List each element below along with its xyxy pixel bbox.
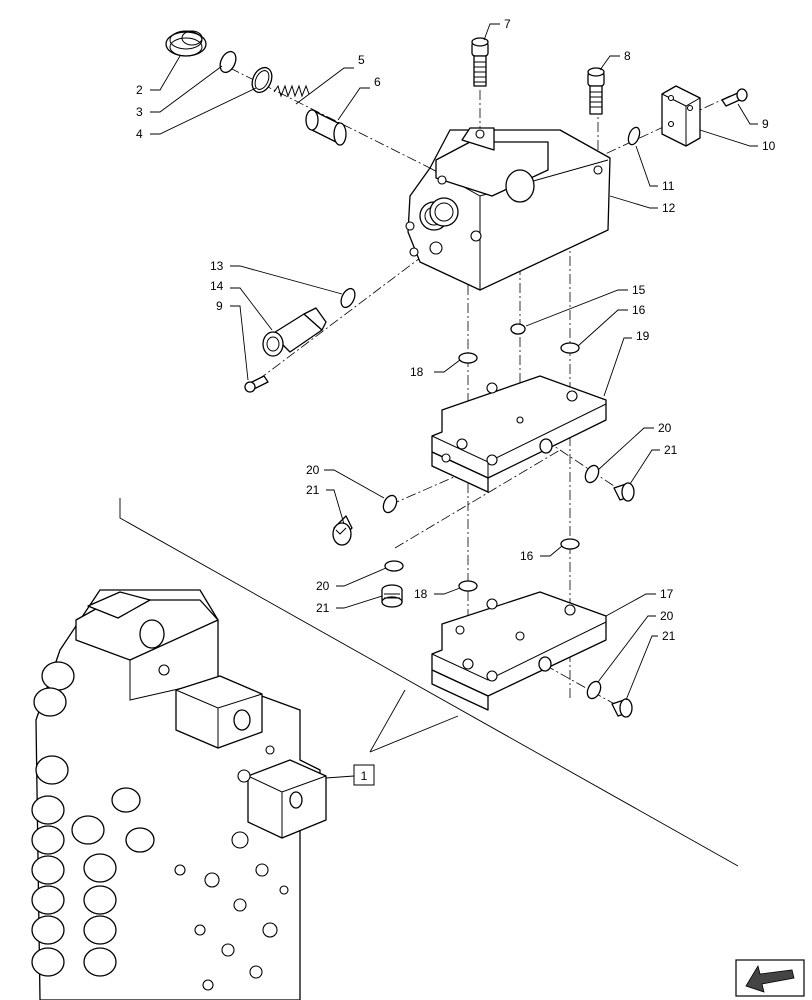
- arrow-navigation-icon: [735, 959, 805, 997]
- valve-body-part-12: [405, 127, 611, 291]
- o-ring-part-13: [340, 287, 356, 309]
- callout-20-c: 20: [316, 579, 330, 593]
- cartridge-part-14: [262, 307, 327, 357]
- callout-21-b: 21: [306, 483, 320, 497]
- o-ring-part-20-c: [384, 560, 404, 572]
- callout-21-c: 21: [316, 601, 330, 615]
- callout-14: 14: [210, 279, 224, 293]
- ring-part-4: [251, 66, 273, 94]
- callout-1: 1: [361, 769, 368, 783]
- callout-21-d: 21: [662, 629, 676, 643]
- callout-20-d: 20: [660, 609, 674, 623]
- callout-21-a: 21: [664, 443, 678, 457]
- o-ring-part-20-d: [586, 680, 602, 700]
- leader-lines: [150, 23, 758, 701]
- callout-7: 7: [504, 17, 511, 31]
- valve-ports: [158, 664, 289, 991]
- o-ring-part-18-upper: [458, 352, 478, 364]
- o-ring-part-11: [627, 126, 641, 146]
- o-ring-part-20-a: [584, 464, 600, 484]
- callout-10: 10: [762, 139, 776, 153]
- solenoid-stack: [31, 661, 155, 977]
- o-ring-part-18-lower: [458, 580, 478, 592]
- cover-plate-part-10: [661, 85, 701, 147]
- callout-6: 6: [374, 75, 381, 89]
- callout-12: 12: [662, 201, 676, 215]
- callout-4: 4: [136, 127, 143, 141]
- callout-3: 3: [136, 105, 143, 119]
- callout-9-lower: 9: [216, 299, 223, 313]
- callout-19: 19: [636, 329, 650, 343]
- end-plate-part-17: [431, 591, 607, 711]
- callout-18-upper: 18: [410, 365, 424, 379]
- plug-part-21-a: [613, 482, 635, 502]
- o-ring-part-15: [510, 323, 526, 335]
- screw-part-8: [587, 67, 605, 115]
- callout-5: 5: [358, 53, 365, 67]
- plug-part-21-d: [611, 698, 633, 718]
- callout-20-a: 20: [658, 421, 672, 435]
- o-ring-part-20-b: [382, 494, 398, 514]
- callout-labels: 2 3 4 5 6 7 8 9 10 11 12 13 14 9 15 16 1…: [136, 17, 776, 643]
- callout-16-upper: 16: [632, 303, 646, 317]
- callout-9-top: 9: [762, 117, 769, 131]
- callout-20-b: 20: [306, 463, 320, 477]
- o-ring-part-16-lower: [560, 538, 580, 550]
- callout-16-lower: 16: [520, 549, 534, 563]
- control-valve-assembly-part-1: [31, 589, 327, 1000]
- piston-part-6: [305, 109, 347, 146]
- callout-11: 11: [662, 179, 675, 193]
- o-ring-part-16-upper: [560, 342, 580, 354]
- spring-part-5: [273, 84, 310, 98]
- screw-part-9-lower: [244, 375, 269, 393]
- callout-18-lower: 18: [414, 587, 428, 601]
- reference-frame-lines: [119, 498, 739, 867]
- plug-part-2: [165, 30, 207, 57]
- plug-part-21-b: [332, 515, 353, 546]
- spacer-plate-part-19: [431, 375, 607, 493]
- callout-17: 17: [660, 587, 674, 601]
- callout-13: 13: [210, 259, 224, 273]
- plug-part-21-c: [381, 584, 403, 608]
- callout-15: 15: [632, 283, 646, 297]
- callout-2: 2: [136, 83, 143, 97]
- screw-part-7: [471, 37, 489, 87]
- screw-part-9-top: [721, 88, 748, 107]
- o-ring-part-3: [219, 50, 237, 74]
- callout-box-1: 1: [325, 764, 375, 786]
- callout-8: 8: [624, 49, 631, 63]
